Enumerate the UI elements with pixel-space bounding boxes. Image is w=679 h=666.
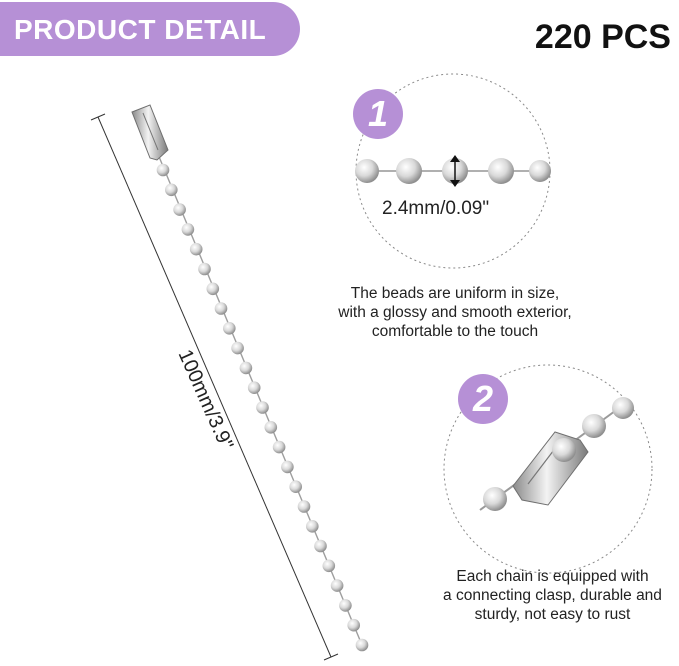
- bead-size-arrow-icon: [450, 155, 460, 187]
- description-line: The beads are uniform in size,: [350, 285, 560, 302]
- product-detail-banner: PRODUCT DETAIL: [0, 2, 300, 56]
- description-line: a connecting clasp, durable and: [443, 587, 662, 604]
- chain-bead: [314, 539, 327, 553]
- chain-bead: [264, 421, 278, 434]
- chain-bead: [206, 282, 220, 296]
- chain-bead: [256, 401, 269, 414]
- chain-beads: [156, 163, 369, 652]
- chain-bead: [272, 440, 286, 454]
- detail-badge-1: 1: [353, 89, 403, 139]
- chain-bead: [281, 460, 294, 474]
- chain-bead: [223, 322, 236, 335]
- detail-circle-1: [355, 73, 551, 269]
- chain-clasp: [131, 104, 169, 161]
- description-line: comfortable to the touch: [371, 323, 539, 340]
- chain-bead: [330, 579, 344, 592]
- detail-badge-2: 2: [458, 374, 508, 424]
- connector-clasp-image: [512, 431, 589, 506]
- description-line: Each chain is equipped with: [456, 568, 649, 585]
- detail-description-2: Each chain is equipped with a connecting…: [425, 567, 679, 624]
- chain-bead: [247, 381, 261, 395]
- chain-bead: [173, 203, 186, 216]
- chain-bead: [306, 520, 319, 533]
- chain-bead: [355, 638, 369, 652]
- chain-bead: [322, 559, 336, 573]
- detail-circle-2: [443, 364, 653, 574]
- bead-size-label: 2.4mm/0.09": [382, 198, 490, 219]
- chain-bead: [289, 480, 303, 494]
- chain-bead: [156, 163, 170, 177]
- chain-bead: [239, 361, 253, 375]
- chain-bead: [189, 242, 203, 256]
- detail-description-1: The beads are uniform in size, with a gl…: [320, 284, 590, 341]
- banner-title: PRODUCT DETAIL: [14, 14, 267, 45]
- chain-bead: [214, 302, 228, 315]
- chain-bead: [297, 500, 311, 513]
- quantity-label: 220 PCS: [534, 18, 671, 56]
- chain-bead: [231, 341, 244, 355]
- chain-bead: [165, 183, 178, 197]
- description-line: with a glossy and smooth exterior,: [338, 304, 572, 321]
- chain-bead: [198, 262, 211, 276]
- chain-bead: [339, 599, 352, 612]
- description-line: sturdy, not easy to rust: [474, 606, 631, 623]
- chain-bead: [347, 618, 361, 632]
- chain-bead: [181, 223, 195, 236]
- dimension-arrow-icon: [90, 113, 339, 661]
